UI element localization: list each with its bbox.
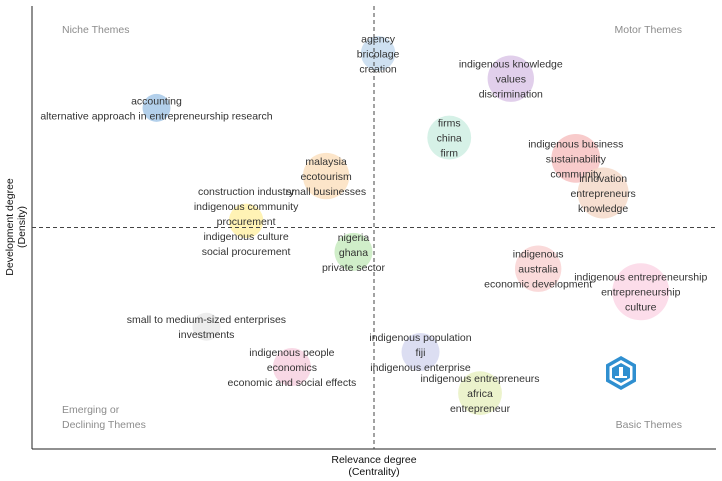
- y-axis-title: Development degree: [4, 178, 16, 276]
- cluster-label-1-2: discrimination: [479, 89, 543, 101]
- cluster-label-9-1: australia: [518, 264, 558, 276]
- cluster-label-3-0: firms: [438, 118, 461, 130]
- cluster-bubble-11[interactable]: [192, 312, 221, 341]
- cluster-label-0-0: agency: [361, 33, 396, 45]
- cluster-label-5-2: small businesses: [286, 186, 366, 198]
- cluster-label-5-1: ecotourism: [300, 171, 352, 183]
- cluster-label-4-0: indigenous business: [528, 138, 623, 150]
- cluster-label-13-0: indigenous people: [249, 347, 334, 359]
- quadrant-basic-themes: Basic Themes: [616, 419, 682, 431]
- cluster-bubble-4[interactable]: [551, 134, 601, 183]
- cluster-label-11-0: small to medium-sized enterprises: [127, 314, 286, 326]
- cluster-label-4-2: community: [550, 168, 602, 180]
- cluster-label-6-1: entrepreneurs: [570, 188, 635, 200]
- cluster-label-6-2: knowledge: [578, 203, 628, 215]
- cluster-label-14-2: entrepreneur: [450, 403, 511, 415]
- cluster-label-12-2: indigenous enterprise: [370, 362, 471, 374]
- cluster-bubble-14[interactable]: [458, 371, 502, 416]
- bubbles-layer: [142, 36, 670, 416]
- cluster-bubble-13[interactable]: [272, 348, 311, 387]
- cluster-label-0-2: creation: [359, 63, 397, 75]
- quadrant-emerging-line2: Declining Themes: [62, 419, 146, 431]
- x-axis-title: Relevance degree: [331, 454, 416, 466]
- cluster-bubble-3[interactable]: [427, 115, 472, 160]
- cluster-bubble-2[interactable]: [142, 93, 171, 122]
- cluster-bubble-9[interactable]: [514, 245, 562, 292]
- cluster-label-10-1: entrepreneurship: [601, 287, 681, 299]
- y-axis-subtitle: (Density): [16, 206, 28, 248]
- cluster-label-11-1: investments: [178, 329, 234, 341]
- cluster-label-5-0: malaysia: [305, 156, 347, 168]
- publisher-logo-icon: [606, 356, 636, 390]
- cluster-label-14-0: indigenous entrepreneurs: [420, 373, 539, 385]
- cluster-label-7-3: indigenous culture: [203, 231, 288, 243]
- cluster-label-7-2: procurement: [217, 216, 276, 228]
- cluster-bubble-1[interactable]: [487, 55, 534, 102]
- cluster-label-7-4: social procurement: [202, 246, 291, 258]
- cluster-bubble-0[interactable]: [360, 36, 396, 71]
- x-axis-subtitle: (Centrality): [348, 466, 399, 478]
- cluster-label-8-2: private sector: [322, 262, 386, 274]
- cluster-label-7-0: construction industry: [198, 186, 295, 198]
- cluster-label-1-1: values: [496, 74, 526, 86]
- labels-layer: agency bricolage creation indigenous knowle…: [40, 33, 707, 415]
- cluster-label-8-0: nigeria: [338, 232, 370, 244]
- cluster-label-7-1: indigenous community: [194, 201, 299, 213]
- cluster-label-9-0: indigenous: [513, 249, 564, 261]
- cluster-bubble-8[interactable]: [334, 232, 373, 271]
- cluster-bubble-5[interactable]: [302, 152, 350, 200]
- quadrant-niche-themes: Niche Themes: [62, 24, 130, 36]
- cluster-label-10-2: culture: [625, 302, 657, 314]
- cluster-label-3-1: china: [437, 133, 462, 145]
- cluster-bubble-7[interactable]: [228, 203, 264, 239]
- cluster-label-9-2: economic development: [484, 279, 592, 291]
- cluster-label-12-0: indigenous population: [369, 332, 471, 344]
- cluster-label-10-0: indigenous entrepreneurship: [574, 272, 707, 284]
- cluster-label-13-2: economic and social effects: [228, 377, 357, 389]
- cluster-label-0-1: bricolage: [357, 48, 400, 60]
- cluster-bubble-10[interactable]: [612, 263, 670, 321]
- cluster-bubble-12[interactable]: [401, 332, 440, 371]
- cluster-label-1-0: indigenous knowledge: [459, 59, 563, 71]
- cluster-label-2-0: accounting: [131, 95, 182, 107]
- cluster-label-3-2: firm: [440, 148, 458, 160]
- quadrant-emerging-line1: Emerging or: [62, 404, 120, 416]
- cluster-label-14-1: africa: [467, 388, 493, 400]
- cluster-label-2-1: alternative approach in entrepreneurship…: [40, 110, 272, 122]
- cluster-label-8-1: ghana: [339, 247, 368, 259]
- cluster-bubble-6[interactable]: [577, 167, 629, 219]
- cluster-label-4-1: sustainability: [546, 153, 607, 165]
- cluster-label-12-1: fiji: [416, 347, 426, 359]
- cluster-label-13-1: economics: [267, 362, 317, 374]
- quadrant-motor-themes: Motor Themes: [615, 24, 683, 36]
- cluster-label-6-0: innovation: [579, 173, 627, 185]
